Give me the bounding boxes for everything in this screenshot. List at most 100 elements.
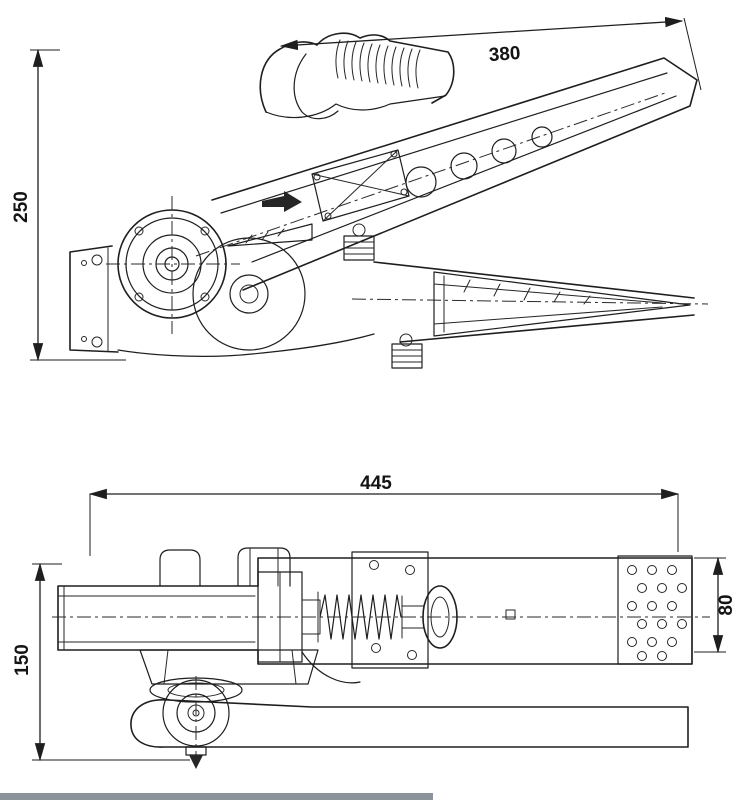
dim-445-label: 445 <box>360 473 392 494</box>
perf-hole <box>647 565 657 575</box>
swing-bar <box>130 699 689 748</box>
arm-centerline <box>195 91 669 257</box>
side-elevation-view: 250 380 <box>11 16 709 369</box>
secondary-gear-outer <box>192 237 306 351</box>
dimension-445: 445 <box>88 473 680 556</box>
arm-hole-4 <box>531 126 553 148</box>
bottom-gray-strip <box>0 793 433 800</box>
pivot-base-plate <box>139 649 319 685</box>
dim-80-label: 80 <box>716 594 737 615</box>
bracket-bolt-bottom <box>91 336 103 348</box>
housing-bolt-4 <box>200 292 210 302</box>
perf-hole <box>667 565 677 575</box>
perf-hole <box>677 619 687 629</box>
perf-hole <box>637 619 647 629</box>
panel-bolt-3 <box>400 188 408 196</box>
spring-stack-bottom-bolt <box>399 333 413 347</box>
dim-380-label: 380 <box>488 43 521 66</box>
perf-hole <box>677 583 687 593</box>
pivot-and-bar <box>130 649 689 769</box>
dimension-150: 150 <box>12 562 190 762</box>
perf-hole <box>647 637 657 647</box>
spring-coil <box>319 594 402 640</box>
tension-spring-assembly <box>317 585 458 649</box>
bracket-plate-outline <box>351 551 429 669</box>
bolt-tip <box>189 755 203 769</box>
rail-outline <box>257 557 693 665</box>
arm-panel-cross <box>311 149 410 222</box>
tension-knob <box>422 585 458 649</box>
bracket-pin-bottom <box>81 336 87 342</box>
body-plan <box>52 547 710 665</box>
cap-bolt-2 <box>237 547 291 587</box>
wedge-bottom-edge <box>399 314 695 343</box>
perf-hole <box>627 565 637 575</box>
cap-bolt-1 <box>159 549 201 587</box>
perf-hole <box>657 619 667 629</box>
tension-knob-inner <box>430 596 450 638</box>
housing-bolt-3 <box>134 292 144 302</box>
perf-hole <box>637 651 647 661</box>
plate-hole-1 <box>369 560 379 570</box>
dim-150-label: 150 <box>12 644 33 676</box>
bracket-outline <box>69 245 119 353</box>
panel-bolt-1 <box>313 173 321 181</box>
arm-outline <box>211 57 698 291</box>
latch-wedge <box>227 223 313 247</box>
gear-housing <box>106 196 375 357</box>
panel-bolt-4 <box>324 212 332 220</box>
key-square <box>505 609 516 620</box>
perforated-plate-outline <box>617 555 693 665</box>
spring-stack-top-bolt <box>352 223 366 237</box>
tool-handle <box>259 32 455 120</box>
pivot-base-inner-2 <box>291 649 297 685</box>
perf-hole <box>637 583 647 593</box>
arm-hole-2 <box>450 152 478 180</box>
perf-hole <box>667 601 677 611</box>
plate-hole-3 <box>371 643 381 653</box>
wedge-serration <box>463 279 591 305</box>
dim-380-ext-right <box>683 17 702 91</box>
wedge-cone <box>433 271 691 337</box>
wedge-nose <box>343 223 709 369</box>
plate-hole-2 <box>405 565 415 575</box>
secondary-gear-inner <box>229 274 269 314</box>
pivot-base-inner-1 <box>163 649 169 685</box>
housing-bolt-1 <box>134 226 144 236</box>
secondary-gear-hub <box>239 284 259 304</box>
panel-bolt-2 <box>390 150 398 158</box>
grip-serration-texture <box>335 39 421 89</box>
perf-hole <box>657 583 667 593</box>
handle-outline <box>259 32 455 113</box>
perf-hole <box>647 601 657 611</box>
direction-arrow-mark <box>262 191 302 212</box>
handle-trigger-curve <box>293 53 339 120</box>
perforated-plate <box>617 555 693 665</box>
spring-stack-top-coils <box>343 241 375 255</box>
perf-hole <box>667 637 677 647</box>
dim-250-label: 250 <box>11 191 32 223</box>
handle-bottom-edge <box>265 95 446 119</box>
plate-hole-4 <box>407 650 417 660</box>
wedge-centerline <box>351 298 709 305</box>
arm-hole-1 <box>405 166 437 198</box>
housing-bolt-2 <box>200 226 210 236</box>
wedge-top-edge <box>373 261 695 299</box>
perf-hole <box>657 651 667 661</box>
wedge-cone-inner <box>433 275 663 333</box>
arm-hole-3 <box>491 138 517 164</box>
latch-hatch <box>245 228 285 244</box>
clamp-mechanism <box>257 571 361 684</box>
spring-rod <box>401 605 425 629</box>
arm-inner-edge-top <box>220 72 668 214</box>
mounting-bracket <box>69 245 119 353</box>
spring-stack-bottom-coils <box>391 349 423 363</box>
housing-lower-body <box>117 333 375 357</box>
perf-hole <box>627 637 637 647</box>
bracket-bolt-top <box>91 254 103 266</box>
dimension-250: 250 <box>11 48 126 362</box>
clamp-hook <box>301 651 361 684</box>
tool-arm <box>195 57 698 291</box>
bracket-pin-top <box>81 260 87 266</box>
